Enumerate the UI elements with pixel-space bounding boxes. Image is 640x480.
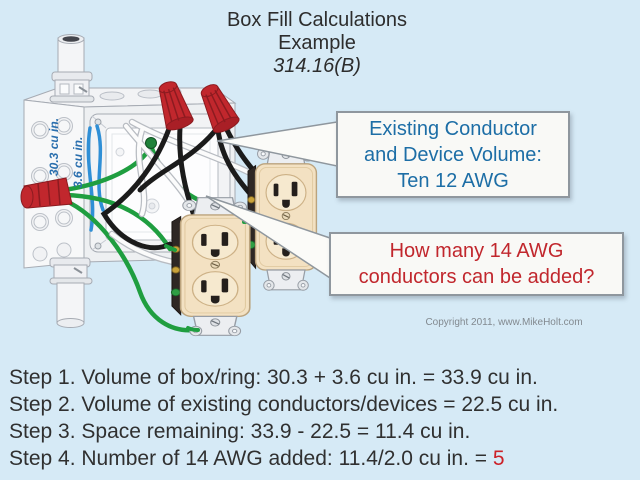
callout-existing-line-2: and Device Volume: [364, 143, 542, 166]
step-4-text: Step 4. Number of 14 AWG added: 11.4/2.0… [9, 447, 493, 470]
conduit-bottom [49, 257, 93, 328]
step-4: Step 4. Number of 14 AWG added: 11.4/2.0… [9, 445, 558, 472]
ground-screw-icon [145, 137, 157, 149]
title-line-1: Box Fill Calculations [226, 9, 408, 31]
wire-nut-top-right-icon [200, 84, 240, 133]
copyright-notice: Copyright 2011, www.MikeHolt.com [425, 317, 583, 328]
wire-nut-left-icon [20, 177, 73, 209]
calculation-steps: Step 1. Volume of box/ring: 30.3 + 3.6 c… [9, 364, 558, 472]
callout-existing-line-1: Existing Conductor [369, 117, 537, 140]
callout-question-line-1: How many 14 AWG [389, 240, 564, 262]
callout-question: How many 14 AWG conductors can be added? [329, 232, 624, 296]
knockouts [31, 117, 73, 262]
step-4-answer: 5 [492, 447, 505, 470]
duplex-receptacle-left [170, 196, 251, 337]
box-volume-label: 30.3 cu in. [47, 118, 61, 176]
title-line-2: Example [278, 32, 356, 54]
step-3: Step 3. Space remaining: 33.9 - 22.5 = 1… [9, 420, 471, 443]
callout-question-line-2: conductors can be added? [358, 266, 595, 288]
step-1: Step 1. Volume of box/ring: 30.3 + 3.6 c… [9, 366, 538, 389]
callout-existing-line-3: Ten 12 AWG [397, 169, 509, 192]
ring-volume-label: 3.6 cu in. [71, 137, 85, 188]
title-line-3: 314.16(B) [273, 55, 361, 77]
callout-existing-volume: Existing Conductor and Device Volume: Te… [336, 111, 570, 198]
wire-nut-top-left-icon [158, 81, 194, 131]
conduit-top [49, 34, 95, 103]
page-title: Box Fill Calculations Example 314.16(B) [0, 9, 634, 78]
step-2: Step 2. Volume of existing conductors/de… [9, 393, 559, 416]
